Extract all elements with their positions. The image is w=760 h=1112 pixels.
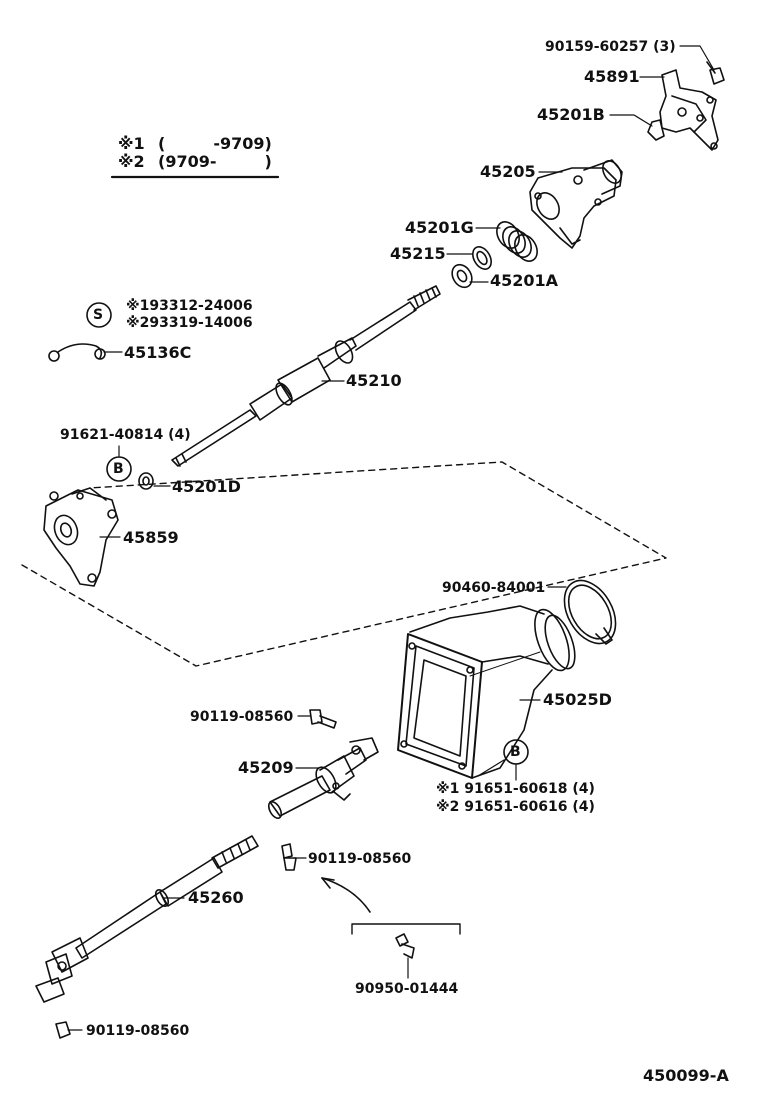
bracket-45891 [659,69,719,151]
direction-arrow-head [321,877,335,889]
leader-45201B [609,114,653,127]
boot-45025D [397,605,576,779]
s-symbol: S [93,307,104,323]
label-b-ref-1: ※1 91651-60618 (4) [436,781,595,797]
legend-mark-1: ※1 [118,134,145,153]
direction-arrow [321,877,371,913]
label-45201G: 45201G [405,218,474,237]
legend-mark-2: ※2 [118,152,145,171]
b-symbol-1: B [113,461,124,477]
label-45205: 45205 [480,162,536,181]
bracket-45859 [43,487,119,587]
legend-range-1: ( -9709) [158,134,272,153]
nut-45201D [138,472,154,490]
label-45859: 45859 [123,528,179,547]
label-45210: 45210 [346,371,402,390]
drawing-number: 450099-A [643,1066,729,1085]
bolt-90119-c [55,1021,71,1039]
label-90119-08560-a: 90119-08560 [190,709,294,725]
label-45891: 45891 [584,67,640,86]
label-90159-60257: 90159-60257 (3) [545,39,676,55]
label-90950-01444: 90950-01444 [355,981,459,997]
b-symbol-2: B [510,744,521,760]
label-90119-08560-b: 90119-08560 [308,851,412,867]
clip-45201B [647,119,665,141]
label-45201B: 45201B [537,105,605,124]
lower-shaft-45260 [35,835,259,1003]
legend-range-2: (9709- ) [158,152,272,171]
label-90119-08560-c: 90119-08560 [86,1023,190,1039]
wire-45136C [48,343,106,362]
label-45025D: 45025D [543,690,612,709]
bolt-90119-a [309,709,337,729]
main-shaft-45210 [171,285,441,467]
bolt-90159 [706,61,725,85]
bolt-90119-b [281,843,297,871]
ring-45215 [472,246,492,270]
joint-45209 [267,737,379,819]
label-45136C: 45136C [124,343,192,362]
label-s-ref-1: ※193312-24006 [126,298,253,314]
label-45201D: 45201D [172,477,241,496]
leader-b2-boot [477,759,505,777]
label-90460-84001: 90460-84001 [442,580,546,596]
label-b-ref-2: ※2 91651-60616 (4) [436,799,595,815]
grease-fitting-90950 [395,933,415,959]
dashed-assembly-region [21,461,667,667]
s-symbol-circle [86,302,112,328]
label-45260: 45260 [188,888,244,907]
leader-90159 [679,45,715,71]
label-s-ref-2: ※293319-14006 [126,315,253,331]
b-symbol-circle-1 [106,456,132,482]
label-91621-40814: 91621-40814 (4) [60,427,191,443]
inset-bracket [351,923,461,935]
column-bracket-45205 [529,159,623,249]
label-45209: 45209 [238,758,294,777]
clamp-90460 [563,579,617,645]
label-45201A: 45201A [490,271,559,290]
bearing-45201A [451,263,473,289]
label-45215: 45215 [390,244,446,263]
spring-45201G [496,221,538,262]
